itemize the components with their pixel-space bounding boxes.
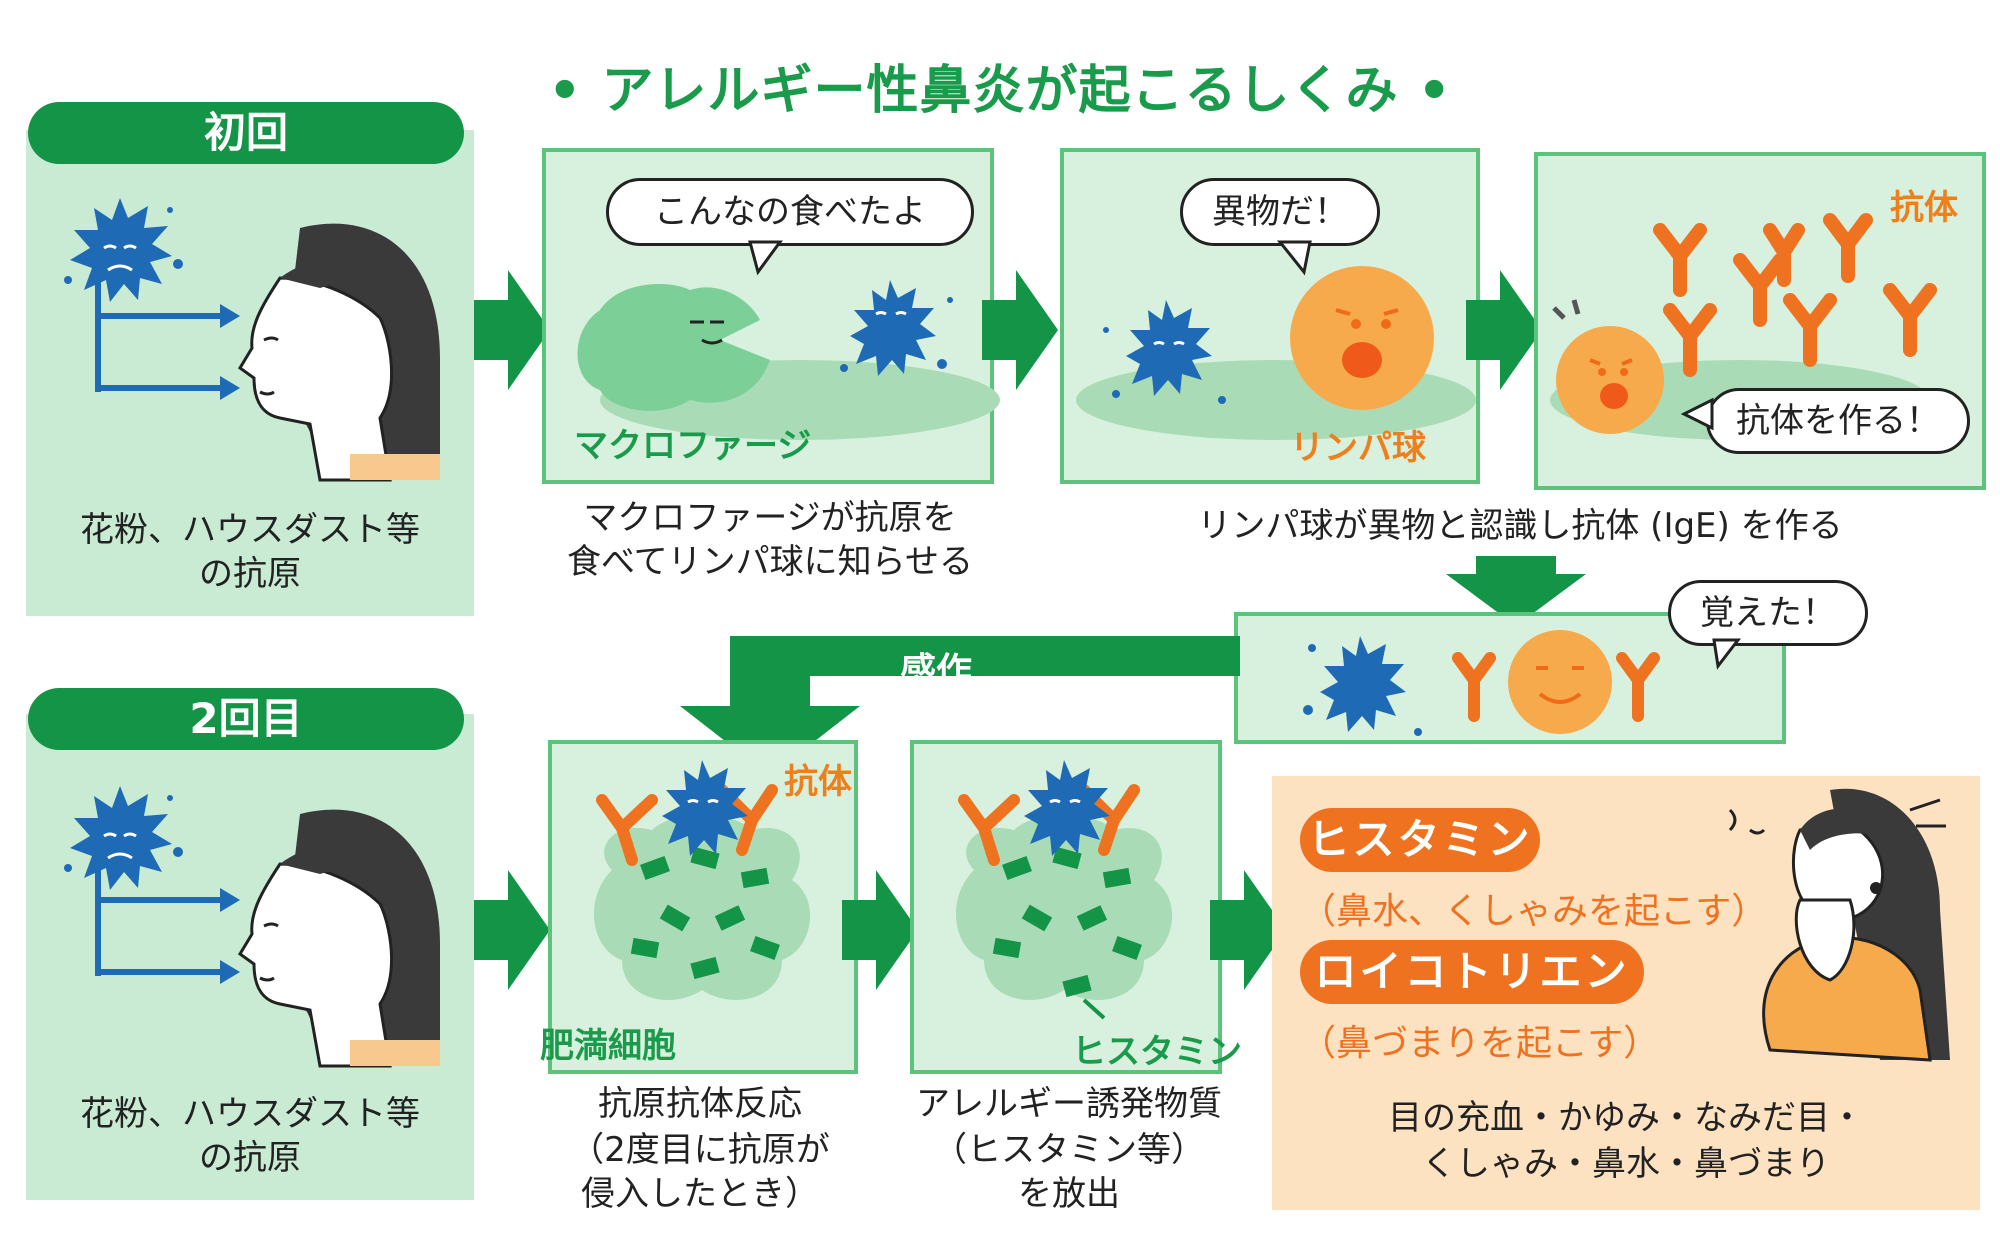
bubble-tail-3 [1680,397,1714,431]
macrophage-label: マクロファージ [574,426,812,466]
symptoms-caption-line1: 目の充血・かゆみ・なみだ目・ [1388,1098,1864,1138]
memory-icon [1303,630,1660,736]
flow-arrow-3 [1466,270,1542,390]
woman-profile-icon-2 [238,809,440,1068]
leukotriene-tag: ロイコトリエン [1300,940,1644,1004]
second-caption-line2: の抗原 [199,1138,301,1178]
step4-caption-line2: （2度目に抗原が [570,1130,830,1170]
mast-cell-icon [593,760,811,1000]
antibody-label-mast: 抗体 [784,762,852,802]
flow-arrow-5 [842,870,918,990]
histamine-tag: ヒスタミン [1300,808,1540,872]
macrophage-speech-bubble: こんなの食べたよ [606,178,974,246]
step4-caption-line1: 抗原抗体反応 [598,1084,802,1124]
lymphocyte-icon [1076,266,1476,440]
symptoms-caption-line2: くしゃみ・鼻水・鼻づまり [1422,1144,1830,1184]
sneezing-woman-icon [1728,788,1950,1062]
flow-arrow-1 [474,270,550,390]
sensitization-arrow [680,636,1240,776]
first-caption-line1: 花粉、ハウスダスト等 [80,510,420,550]
macrophage-icon [577,280,1000,440]
antibody-speech-bubble: 抗体を作る！ [1706,388,1970,454]
histamine-release-icon [955,760,1173,1020]
first-caption-line2: の抗原 [199,554,301,594]
step5-caption-line3: を放出 [1018,1174,1120,1214]
second-exposure-pill: 2回目 [28,688,464,750]
flow-arrow-6 [1210,870,1286,990]
step1-caption-line2: 食べてリンパ球に知らせる [567,542,973,582]
inhale-arrows-2 [95,866,240,984]
mast-cell-label: 肥満細胞 [540,1026,676,1066]
first-exposure-pill: 初回 [28,102,464,164]
step1-caption-line1: マクロファージが抗原を [583,498,957,538]
down-arrow [1446,556,1586,626]
diagram-title: • アレルギー性鼻炎が起こるしくみ • [548,61,1452,121]
lymphocyte-caption: リンパ球が異物と認識し抗体 (IgE) を作る [1197,506,1843,546]
bubble-tail-1 [748,240,783,276]
bubble-tail-2 [1276,240,1312,276]
sensitization-label: 感作 [900,651,973,692]
leukotriene-effect-text: （鼻づまりを起こす） [1300,1023,1660,1064]
memory-speech-bubble: 覚えた！ [1668,580,1868,646]
histamine-effect-text: （鼻水、くしゃみを起こす） [1300,891,1768,932]
woman-profile-icon [238,223,440,482]
lymphocyte-speech-bubble: 異物だ！ [1180,178,1380,246]
step5-caption-line2: （ヒスタミン等） [933,1130,1205,1170]
flow-arrow-4 [474,870,550,990]
antigen-icon [64,198,183,302]
bubble-tail-4 [1712,638,1742,670]
second-caption-line1: 花粉、ハウスダスト等 [80,1094,420,1134]
lymphocyte-label: リンパ球 [1290,428,1426,468]
step4-caption-line3: 侵入したとき） [581,1174,819,1214]
histamine-label: ヒスタミン [1072,1032,1242,1072]
antibody-label-top: 抗体 [1890,188,1958,228]
flow-arrow-2 [982,270,1058,390]
antigen-icon-2 [64,786,183,890]
inhale-arrows [95,282,240,400]
step5-caption-line1: アレルギー誘発物質 [916,1084,1222,1124]
